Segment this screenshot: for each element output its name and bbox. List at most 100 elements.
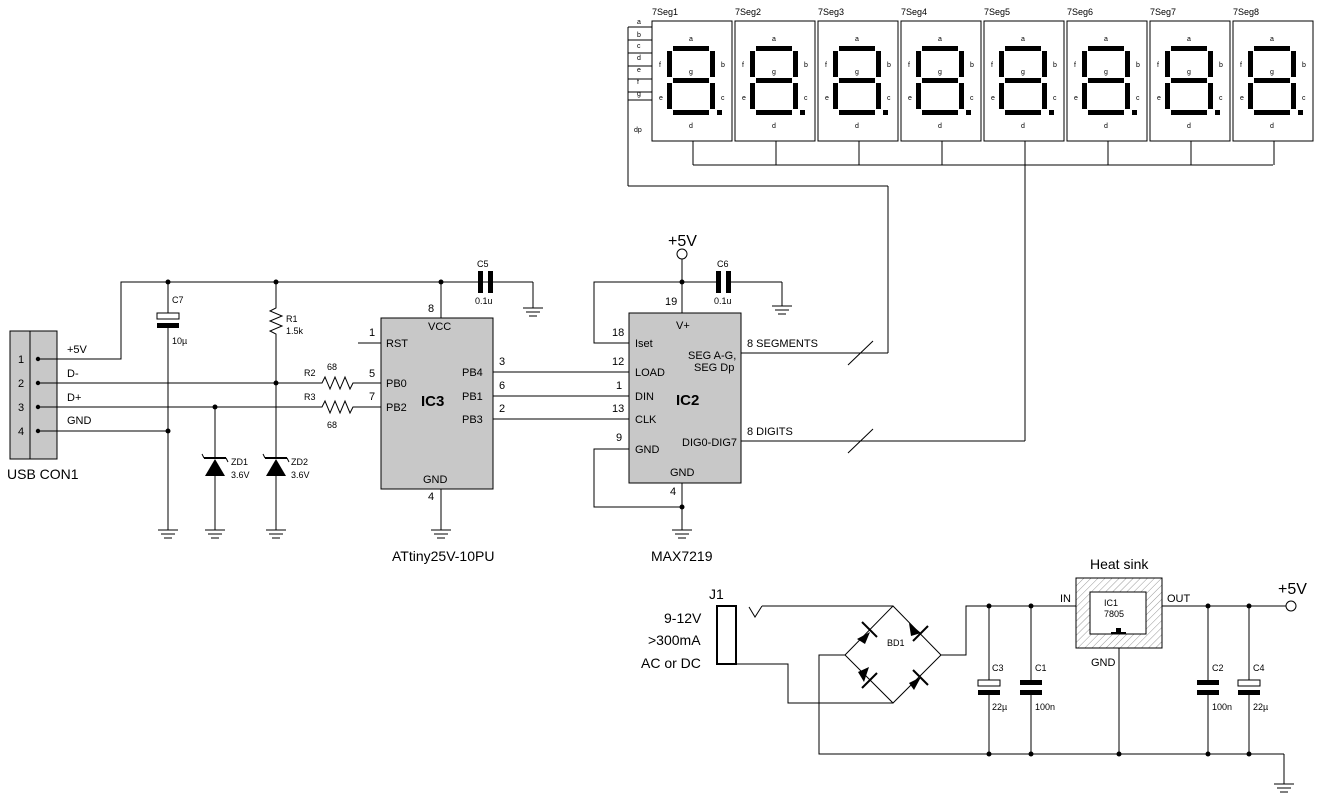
segment-d — [1254, 110, 1290, 115]
seg-line-f: f — [637, 79, 639, 86]
seg-line-a: a — [637, 19, 641, 26]
zener-zd2: ZD2 3.6V — [262, 383, 310, 530]
segment-label-f: f — [991, 62, 993, 69]
segment-label-c: c — [804, 95, 808, 102]
display-name: 7Seg4 — [901, 7, 927, 17]
segment-label-c: c — [887, 95, 891, 102]
segment-label-d: d — [855, 123, 859, 130]
display-name: 7Seg8 — [1233, 7, 1259, 17]
segment-label-e: e — [659, 95, 663, 102]
segment-e — [1248, 83, 1253, 109]
segment-g — [1088, 78, 1124, 83]
bridge-diode-3 — [858, 667, 878, 689]
ic3-pin-pb0: PB0 — [386, 378, 407, 390]
reg-out-label: OUT — [1167, 593, 1191, 605]
segment-bus-labels: a b c d e f g dp — [627, 19, 652, 186]
segment-e — [1165, 83, 1170, 109]
ic2-pin-load: LOAD — [635, 367, 665, 379]
segment-label-b: b — [1053, 62, 1057, 69]
ic2-pin-iset: Iset — [635, 338, 653, 350]
ic2-seg-label-2: SEG Dp — [694, 362, 734, 374]
segment-dp — [966, 110, 971, 115]
segment-g — [1171, 78, 1207, 83]
segment-label-a: a — [1270, 36, 1274, 43]
r3-value: 68 — [327, 420, 337, 430]
bd1-name: BD1 — [887, 638, 905, 648]
segment-e — [667, 83, 672, 109]
segment-d — [922, 110, 958, 115]
ic3-pin-pb4: PB4 — [462, 367, 483, 379]
segment-f — [999, 51, 1004, 77]
segment-g — [1005, 78, 1041, 83]
c6-value: 0.1u — [714, 296, 732, 306]
display-name: 7Seg7 — [1150, 7, 1176, 17]
ic2-pin-din: DIN — [635, 391, 654, 403]
usb-connector: 1 2 3 4 USB CON1 +5V D- D+ GND — [7, 330, 92, 482]
segment-e — [750, 83, 755, 109]
segment-c — [959, 83, 964, 109]
reg-gnd-label: GND — [1091, 657, 1116, 669]
segment-label-e: e — [908, 95, 912, 102]
segment-e — [833, 83, 838, 109]
segment-label-d: d — [1270, 123, 1274, 130]
display-name: 7Seg1 — [652, 7, 678, 17]
segment-label-g: g — [1021, 69, 1025, 76]
input-current: >300mA — [648, 632, 701, 648]
segment-a — [1254, 46, 1290, 51]
bus-label-segments: 8 SEGMENTS — [747, 338, 818, 350]
ic3-pin-rst-num: 1 — [369, 327, 375, 339]
display-name: 7Seg3 — [818, 7, 844, 17]
c5-name: C5 — [477, 259, 489, 269]
segment-label-f: f — [908, 62, 910, 69]
ic2-pin-load-num: 12 — [612, 356, 624, 368]
usb-pin-4: 4 — [18, 426, 24, 438]
segment-f — [667, 51, 672, 77]
segment-dp — [1132, 110, 1137, 115]
usb-signal-dminus: D- — [67, 368, 79, 380]
c7-name: C7 — [172, 295, 184, 305]
segment-label-e: e — [991, 95, 995, 102]
segment-label-a: a — [689, 36, 693, 43]
segment-label-f: f — [659, 62, 661, 69]
reg-in-label: IN — [1060, 593, 1071, 605]
segment-b — [793, 51, 798, 77]
c3-name: C3 — [992, 663, 1004, 673]
segment-label-f: f — [1074, 62, 1076, 69]
zd2-value: 3.6V — [291, 470, 310, 480]
segment-dp — [800, 110, 805, 115]
ic2-pin-gnd-left-num: 9 — [616, 432, 622, 444]
segment-label-e: e — [825, 95, 829, 102]
segment-label-d: d — [938, 123, 942, 130]
digit-bus — [628, 164, 1273, 441]
zd2-name: ZD2 — [291, 457, 308, 467]
heatsink-label: Heat sink — [1090, 556, 1149, 572]
display-name: 7Seg2 — [735, 7, 761, 17]
segment-a — [673, 46, 709, 51]
segment-label-c: c — [1053, 95, 1057, 102]
usb-wiring — [38, 279, 533, 434]
segment-label-d: d — [1021, 123, 1025, 130]
segment-label-c: c — [721, 95, 725, 102]
segment-g — [922, 78, 958, 83]
segment-d — [1005, 110, 1041, 115]
segment-b — [1208, 51, 1213, 77]
segment-label-f: f — [1157, 62, 1159, 69]
segment-d — [839, 110, 875, 115]
ic3-name: IC3 — [421, 393, 444, 410]
segment-b — [1125, 51, 1130, 77]
segment-a — [1005, 46, 1041, 51]
c5-value: 0.1u — [475, 296, 493, 306]
segment-label-e: e — [1074, 95, 1078, 102]
c6-name: C6 — [717, 259, 729, 269]
ic2-name: IC2 — [676, 392, 699, 409]
segment-label-g: g — [772, 69, 776, 76]
segment-c — [710, 83, 715, 109]
segment-label-g: g — [1187, 69, 1191, 76]
segment-label-d: d — [1104, 123, 1108, 130]
